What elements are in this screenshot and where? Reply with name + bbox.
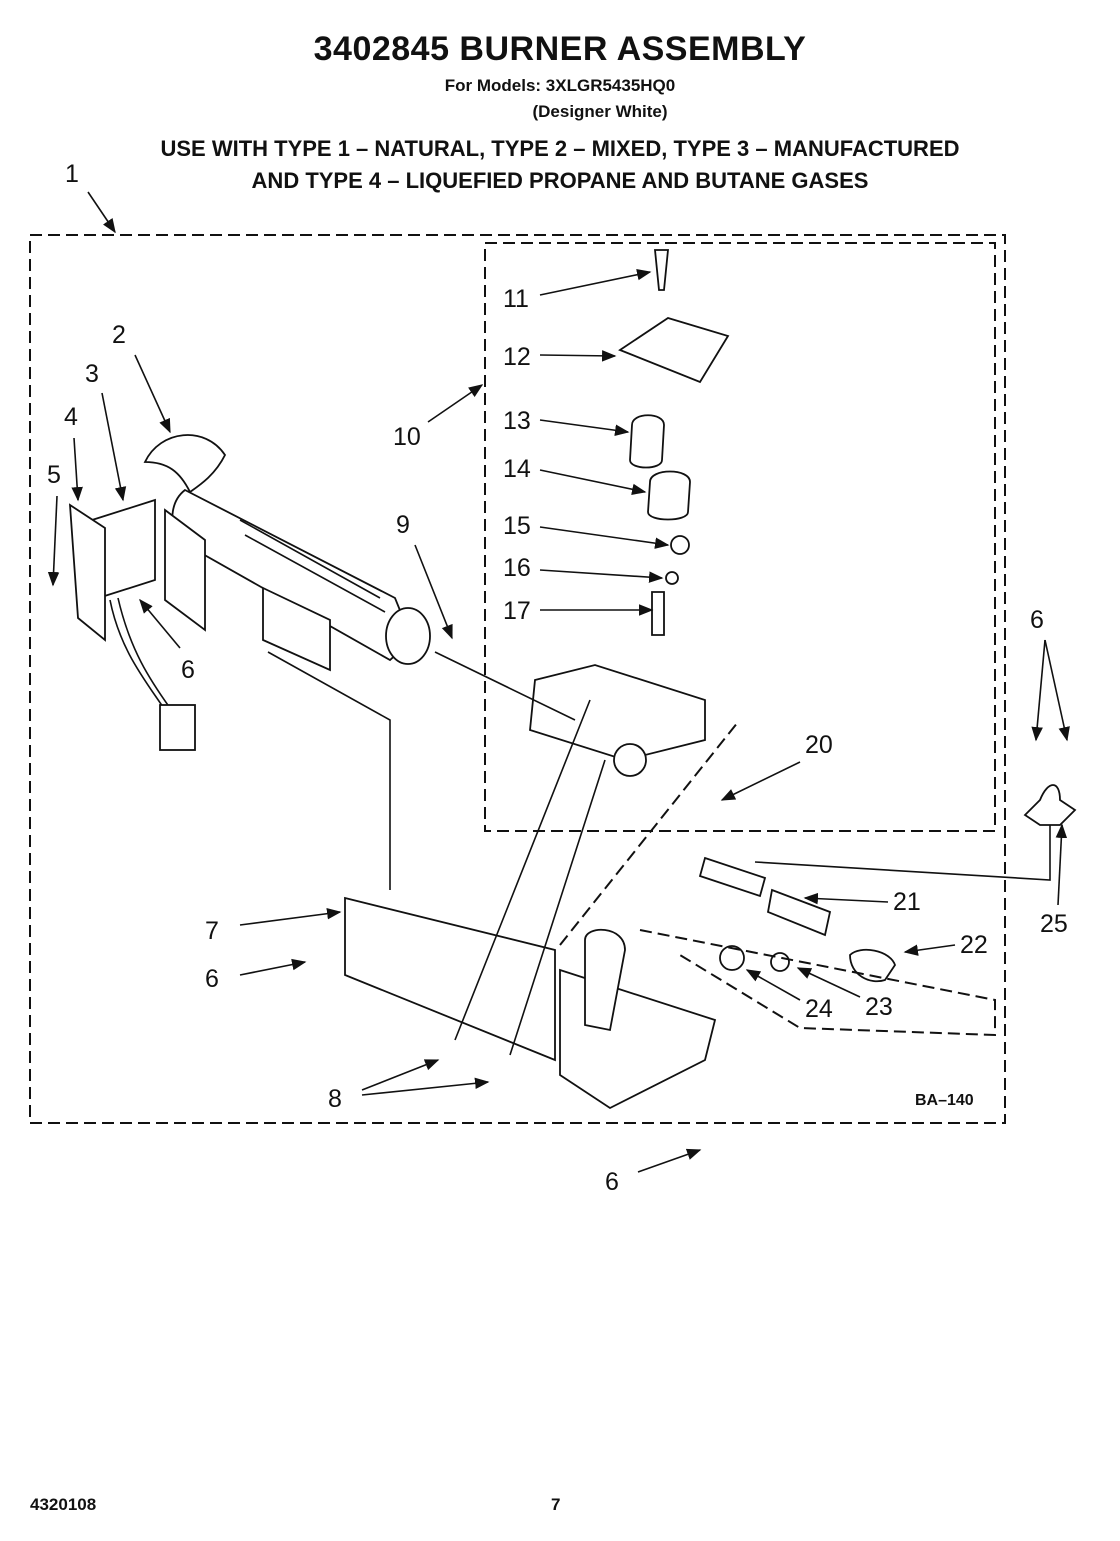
bracket-plate — [559, 968, 717, 1110]
callout-11: 11 — [503, 285, 529, 313]
document-number: 4320108 — [30, 1495, 97, 1514]
callout-16: 16 — [503, 554, 531, 582]
valve-subassembly-boundary — [484, 242, 996, 832]
gas-type-line-2: AND TYPE 4 – LIQUEFIED PROPANE AND BUTAN… — [251, 168, 869, 193]
callout-25: 25 — [1040, 910, 1068, 938]
callout-13: 13 — [503, 407, 531, 435]
callout-15: 15 — [503, 512, 531, 540]
pipe-clip — [1023, 784, 1077, 826]
ignitor-plate — [262, 586, 331, 672]
callout-14: 14 — [503, 455, 531, 483]
burner-tube — [143, 434, 431, 665]
callout-20: 20 — [805, 731, 833, 759]
callout-6-left: 6 — [181, 656, 195, 684]
callout-5: 5 — [47, 461, 61, 489]
callout-6-bracket: 6 — [205, 965, 219, 993]
callout-23: 23 — [865, 993, 893, 1021]
callout-7: 7 — [205, 917, 219, 945]
gas-pipe-parts — [698, 856, 896, 983]
callout-9: 9 — [396, 511, 410, 539]
bracket-tab — [584, 928, 626, 1032]
flame-sensor-bracket — [68, 498, 206, 751]
callout-17: 17 — [503, 597, 531, 625]
page-title: 3402845 BURNER ASSEMBLY — [313, 30, 807, 68]
callout-22: 22 — [960, 931, 988, 959]
callout-8: 8 — [328, 1085, 342, 1113]
callout-24: 24 — [805, 995, 833, 1023]
figure-reference: BA–140 — [915, 1092, 974, 1109]
gas-type-line-1: USE WITH TYPE 1 – NATURAL, TYPE 2 – MIXE… — [160, 136, 960, 161]
page-number: 7 — [551, 1495, 561, 1514]
callout-12: 12 — [503, 343, 531, 371]
gas-valve-stack — [529, 249, 730, 777]
callout-1: 1 — [65, 160, 79, 188]
callout-10: 10 — [393, 423, 421, 451]
burner-bracket — [344, 896, 556, 1062]
callout-6-right: 6 — [1030, 606, 1044, 634]
callout-2: 2 — [112, 321, 126, 349]
callout-6-bottom: 6 — [605, 1168, 619, 1196]
callout-3: 3 — [85, 360, 99, 388]
finish-label: (Designer White) — [532, 102, 668, 121]
callout-4: 4 — [64, 403, 78, 431]
assembly-boundary — [29, 234, 1006, 1124]
callout-21: 21 — [893, 888, 921, 916]
model-number: For Models: 3XLGR5435HQ0 — [444, 76, 676, 95]
